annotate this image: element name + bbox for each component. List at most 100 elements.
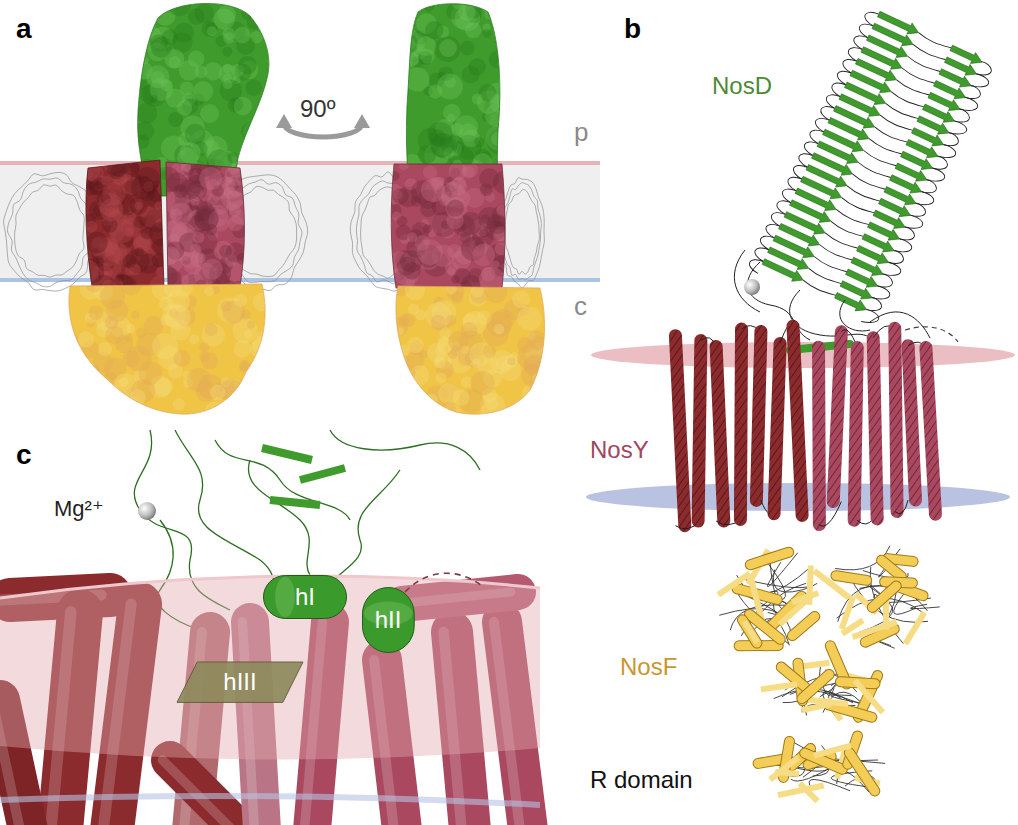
nosf-density xyxy=(59,273,272,422)
alpha-helix xyxy=(774,343,780,513)
alpha-helix xyxy=(698,340,701,521)
side-label: c xyxy=(574,292,587,321)
density-texture xyxy=(179,142,200,163)
density-texture xyxy=(125,227,134,236)
density-texture xyxy=(415,235,430,250)
density-texture xyxy=(111,392,122,403)
alpha-helix xyxy=(740,329,741,519)
density-texture xyxy=(446,315,456,325)
panel-letter: c xyxy=(16,440,32,471)
density-texture xyxy=(472,244,494,266)
loop xyxy=(874,127,908,144)
density-texture xyxy=(435,372,446,383)
rotation-arrow xyxy=(284,124,362,137)
density-texture xyxy=(100,395,116,411)
density-texture xyxy=(107,160,126,179)
helix-label: hIII xyxy=(223,669,256,695)
density-texture xyxy=(187,368,211,392)
density-texture xyxy=(193,232,205,244)
beta-strand xyxy=(718,574,750,595)
loop xyxy=(890,92,924,109)
helix-label: hII xyxy=(375,607,402,633)
density-texture xyxy=(69,396,87,414)
alpha-helix xyxy=(854,347,857,520)
loop xyxy=(829,80,845,97)
density-texture xyxy=(166,88,186,108)
density-texture xyxy=(223,64,232,73)
metal-ion xyxy=(744,279,760,295)
density-texture xyxy=(168,0,191,16)
membrane-surface xyxy=(0,796,540,805)
rotation-label: 90º xyxy=(300,96,335,122)
nanodisc-outline xyxy=(500,178,545,289)
density-texture xyxy=(398,34,418,54)
density-texture xyxy=(126,324,135,333)
loop xyxy=(846,186,880,203)
density-texture xyxy=(62,386,87,411)
loop xyxy=(785,174,801,191)
loop xyxy=(925,167,946,187)
density-texture xyxy=(255,127,277,149)
alpha-helix xyxy=(895,328,897,511)
density-texture xyxy=(472,93,483,104)
density-texture xyxy=(449,162,467,180)
alpha-helix xyxy=(872,586,896,607)
alpha-helix xyxy=(833,332,841,502)
density-texture xyxy=(173,398,185,410)
density-texture xyxy=(223,79,233,89)
density-texture xyxy=(225,163,248,186)
alpha-helix xyxy=(873,338,877,519)
density-texture xyxy=(168,112,183,127)
loop xyxy=(774,198,790,215)
loop xyxy=(862,9,878,26)
helix-body xyxy=(264,576,347,619)
nosf-density xyxy=(69,284,265,414)
density-outline xyxy=(69,284,265,414)
loop xyxy=(851,33,867,50)
loop xyxy=(912,44,946,61)
density-texture xyxy=(411,196,422,207)
alpha-helix xyxy=(750,552,788,565)
loop xyxy=(802,139,818,156)
beta-strand xyxy=(775,772,799,774)
loop xyxy=(758,233,774,250)
density-texture xyxy=(448,350,457,359)
density-texture xyxy=(241,310,251,320)
density-texture xyxy=(250,145,261,156)
alpha-helix xyxy=(926,348,936,515)
periplasm-boundary xyxy=(0,161,600,165)
density-texture xyxy=(116,273,124,281)
density-texture xyxy=(98,393,119,414)
loop xyxy=(752,245,768,262)
density-texture xyxy=(226,243,246,263)
density-texture xyxy=(389,317,408,336)
loop xyxy=(859,308,880,328)
beta-strand xyxy=(761,684,797,689)
density-texture xyxy=(89,306,104,321)
beta-strand xyxy=(802,704,831,710)
density-texture xyxy=(258,181,271,194)
protein-name: NosY xyxy=(590,437,649,463)
loop xyxy=(969,72,990,92)
density-texture xyxy=(470,371,494,395)
density-texture xyxy=(135,135,149,149)
density-texture xyxy=(130,163,140,173)
loop xyxy=(807,127,823,144)
loop xyxy=(330,430,480,470)
panel-letter: b xyxy=(624,14,641,45)
density-texture xyxy=(152,333,178,359)
loop xyxy=(747,256,763,273)
density-texture xyxy=(190,244,201,255)
density-texture xyxy=(154,378,172,396)
loop xyxy=(892,237,913,257)
loop xyxy=(830,221,864,238)
panel-letter: a xyxy=(16,14,32,45)
helix-node: hIII xyxy=(177,662,303,702)
density-texture xyxy=(181,161,191,171)
density-texture xyxy=(415,309,426,320)
arrow-head xyxy=(354,114,370,128)
density-texture xyxy=(407,337,423,353)
density-texture xyxy=(425,394,438,407)
density-texture xyxy=(263,179,271,187)
alpha-helix xyxy=(756,331,761,500)
